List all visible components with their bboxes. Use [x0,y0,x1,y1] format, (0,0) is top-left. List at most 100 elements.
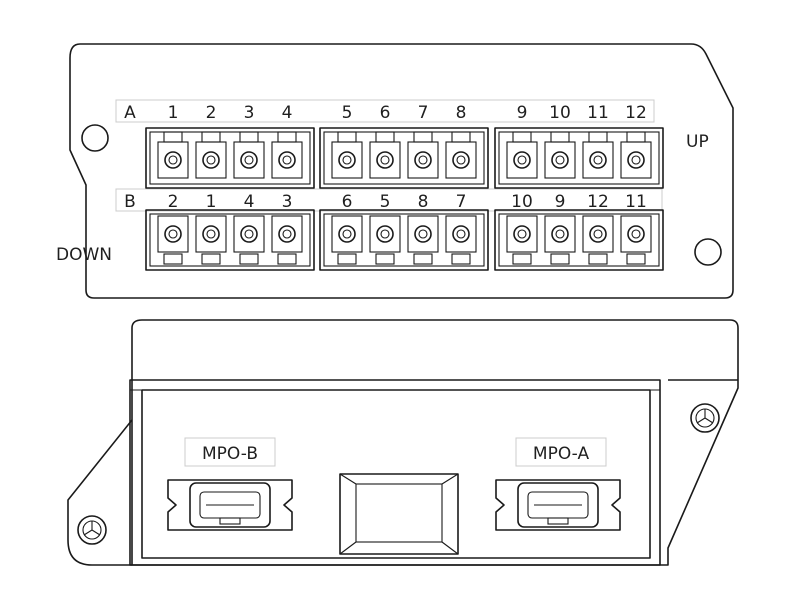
lc-latch [277,253,297,265]
lc-latch [550,131,570,143]
lc-ferrule [164,151,182,169]
row-b-port-number: 3 [282,192,293,212]
lc-ferrule-core [418,229,428,239]
lc-port-body [157,141,189,179]
lc-port-body [157,215,189,253]
lc-port-body [544,141,576,179]
row-b-port-number: 1 [206,192,217,212]
mpo-b-adapter [167,479,293,531]
mount-hole-left [81,124,109,152]
row-a-port-number: 8 [456,103,467,123]
lc-ferrule-core [380,155,390,165]
lc-block-lower-1 [145,209,315,271]
lc-port-body [271,215,303,253]
mpo-a-adapter [495,479,621,531]
lc-connector-blocks [145,127,664,271]
lc-ferrule-core [517,229,527,239]
row-a-label: A [124,103,136,123]
lc-ferrule-core [342,155,352,165]
lc-ferrule [164,225,182,243]
lc-block-upper-2 [319,127,489,189]
lc-latch [451,253,471,265]
lc-block-upper-1 [145,127,315,189]
lc-ferrule [240,151,258,169]
row-b-port-number: 9 [555,192,566,212]
lc-ferrule [376,225,394,243]
lc-ferrule [589,151,607,169]
lc-latch [375,131,395,143]
lc-port-body [331,215,363,253]
lc-latch [375,253,395,265]
lc-ferrule [589,225,607,243]
lc-port-body [369,215,401,253]
lc-ferrule [278,225,296,243]
screw-left [77,515,107,545]
lc-ferrule [513,225,531,243]
row-a-label-strip [115,99,655,123]
lc-ferrule-core [206,155,216,165]
row-a-port-number: 6 [380,103,391,123]
row-b-port-number: 10 [511,192,533,212]
lc-ferrule [202,151,220,169]
lc-ferrule [551,225,569,243]
lc-block-lower-3 [494,209,664,271]
lc-ferrule [513,151,531,169]
top-panel-outline [69,43,734,299]
lc-ferrule [414,151,432,169]
row-a-port-number: 11 [587,103,609,123]
lc-ferrule [627,151,645,169]
lc-latch [626,131,646,143]
lc-latch [626,253,646,265]
mpo-housing [517,482,599,528]
row-b-port-number: 6 [342,192,353,212]
lc-latch [413,253,433,265]
row-b-label: B [124,192,136,212]
lc-ferrule-core [168,155,178,165]
lc-latch [201,131,221,143]
row-b-port-number: 5 [380,192,391,212]
row-a-port-number: 10 [549,103,571,123]
row-b-port-number: 7 [456,192,467,212]
lc-port-body [407,215,439,253]
lc-ferrule-core [517,155,527,165]
mpo-b-label-box [184,437,276,467]
lc-ferrule-core [631,155,641,165]
lc-port-body [407,141,439,179]
up-label: UP [686,132,709,152]
lc-ferrule-core [593,155,603,165]
lc-ferrule-core [342,229,352,239]
mpo-key-slot [219,517,241,525]
row-a-port-number: 2 [206,103,217,123]
row-a-port-number: 7 [418,103,429,123]
lc-port-body [233,141,265,179]
front-plate [129,379,661,566]
lc-ferrule [376,151,394,169]
lc-port-body [445,215,477,253]
bottom-panel: MPO-B MPO-A [67,319,739,566]
lc-ferrule-core [631,229,641,239]
lc-port-body [620,141,652,179]
lc-ferrule-core [380,229,390,239]
lc-port-body [506,141,538,179]
mpo-flange [495,479,621,531]
lc-port-body [233,215,265,253]
lc-block-lower-2 [319,209,489,271]
mount-hole-right [694,238,722,266]
lc-block-upper-3 [494,127,664,189]
row-a-port-number: 1 [168,103,179,123]
lc-port-body [620,215,652,253]
lc-latch [512,131,532,143]
lc-port-body [195,141,227,179]
row-b-port-number: 2 [168,192,179,212]
lc-port-body [544,215,576,253]
lc-ferrule [551,151,569,169]
lc-ferrule-core [282,229,292,239]
lc-ferrule-core [555,229,565,239]
lc-ferrule-core [244,155,254,165]
lc-latch [588,131,608,143]
lc-ferrule-core [593,229,603,239]
lc-ferrule [338,225,356,243]
lc-ferrule-core [456,155,466,165]
